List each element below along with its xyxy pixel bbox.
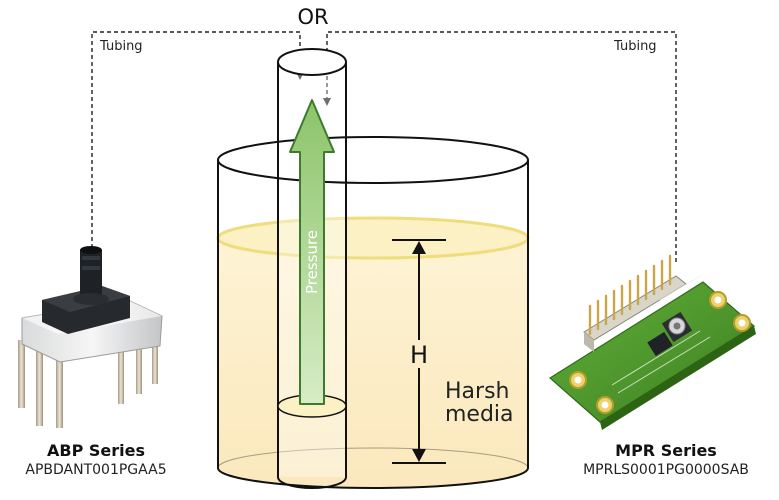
mpr-part-number: MPRLS0001PG0000SAB [583,462,749,478]
tank-bottom-back [217,447,529,469]
tube-top-opening [277,48,347,76]
pressure-label: Pressure [303,230,321,294]
mpr-sensor-image [548,254,756,430]
mpr-series-label: MPR Series [615,441,717,460]
liquid-body [218,238,528,488]
height-label: H [410,341,428,369]
or-label: OR [297,5,328,29]
tubing-label-right: Tubing [613,39,657,54]
pressure-arrow: Pressure [289,99,335,405]
liquid-surface [216,216,530,260]
tubing-line-left [91,31,301,248]
harsh-media-label-line1: Harsh [445,379,509,404]
abp-series-label: ABP Series [47,441,145,460]
abp-part-number: APBDANT001PGAA5 [25,462,166,478]
pressure-arrow-shape [289,99,335,405]
abp-sensor-image [18,246,163,428]
height-arrow-up [412,241,426,254]
tubing-arrow-right [323,98,331,106]
tubing-label-left: Tubing [99,39,143,54]
tank-top-rim [217,136,529,184]
tank [216,160,530,489]
harsh-media-label-line2: media [445,402,514,427]
height-dimension: H [392,239,446,464]
height-arrow-down [412,449,426,462]
tank-bottom [217,467,529,489]
tube-bottom [277,476,347,489]
